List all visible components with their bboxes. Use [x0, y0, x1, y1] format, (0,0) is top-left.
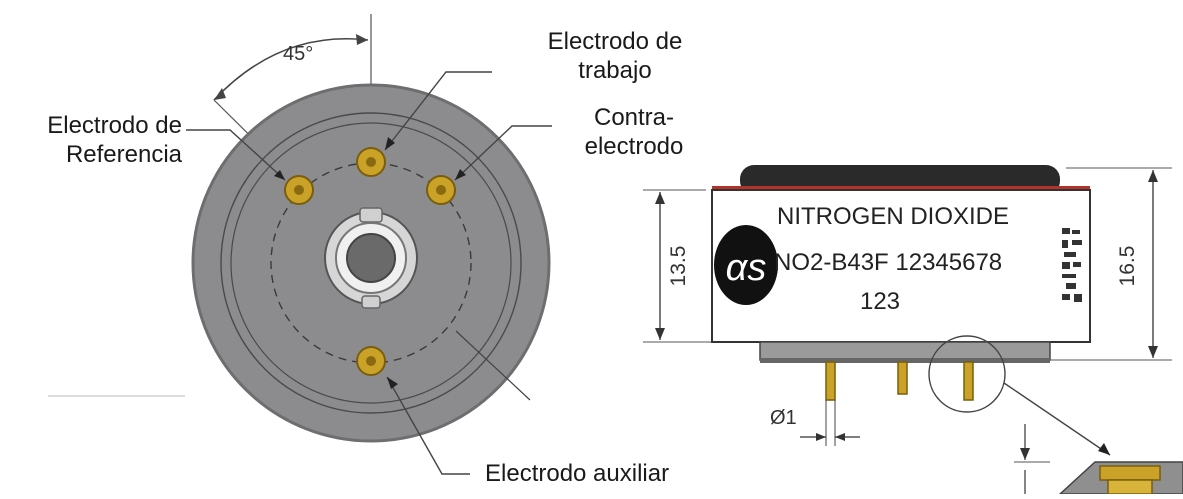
counter-electrode-pin — [426, 175, 456, 205]
working-electrode-label: Electrodo de trabajo — [520, 28, 710, 86]
gas-name-text: NITROGEN DIOXIDE — [777, 203, 1009, 230]
counter-electrode-label-line1: Contra- — [593, 104, 675, 131]
reference-electrode-pin — [284, 175, 314, 205]
counter-electrode-label-line2: electrodo — [584, 132, 684, 160]
disc-ring-outer — [220, 112, 522, 414]
working-electrode-label-line2: trabajo — [578, 56, 652, 84]
reference-electrode-label-line1: Electrodo de — [47, 112, 182, 139]
pin-left — [825, 361, 836, 401]
counter-electrode-label: Contra- electrodo — [560, 104, 708, 162]
right-height-label: 16.5 — [1116, 246, 1139, 287]
disc-ring-inner — [230, 122, 512, 404]
center-port-hole — [346, 233, 396, 283]
counter-electrode-leader — [454, 125, 552, 181]
angle-label: 45° — [283, 43, 313, 65]
alphasense-logo: αs — [714, 225, 778, 305]
counter-leader-arrow — [455, 169, 466, 180]
reference-electrode-label: Electrodo de Referencia — [0, 112, 182, 170]
left-height-label: 13.5 — [667, 246, 690, 287]
angle-arrow-left — [214, 88, 226, 100]
working-electrode-leader — [384, 71, 492, 151]
side-view: 13.5 16.5 αs NITROGEN DIOXIDE — [643, 165, 1183, 495]
top-view: 45° — [48, 14, 552, 475]
working-electrode-pin — [356, 147, 386, 177]
pin-right — [963, 361, 974, 401]
auxiliary-electrode-pin — [356, 346, 386, 376]
part-line-text: NO2-B43F 12345678 — [774, 249, 1002, 276]
auxiliary-electrode-leader — [386, 376, 470, 475]
detail-circle — [928, 335, 1006, 413]
sensor-label-red-edge — [712, 186, 1090, 191]
auxiliary-leader-arrow — [387, 377, 398, 389]
datamatrix-code — [1060, 226, 1084, 306]
port-tab-top — [359, 207, 383, 223]
sensor-base — [759, 341, 1051, 361]
logo-text: αs — [726, 247, 767, 289]
pin-detail-enlargement — [1014, 424, 1183, 495]
working-leader-arrow — [385, 137, 395, 150]
reference-electrode-label-line2: Referencia — [65, 140, 182, 168]
angle-arrow-right — [356, 34, 368, 45]
pin-middle — [897, 361, 908, 395]
reference-electrode-leader — [186, 129, 286, 181]
port-tab-bottom — [361, 295, 381, 309]
sensor-base-edge — [760, 358, 1050, 363]
angle-arc — [213, 38, 369, 101]
working-electrode-label-line1: Electrodo de — [547, 28, 683, 55]
reference-leader-arrow — [274, 170, 285, 180]
detail-leader — [1003, 382, 1111, 456]
pin-diameter-label: Ø1 — [770, 407, 797, 429]
batch-text: 123 — [860, 288, 900, 315]
construction-line — [455, 330, 531, 401]
auxiliary-electrode-label: Electrodo auxiliar — [485, 460, 670, 487]
